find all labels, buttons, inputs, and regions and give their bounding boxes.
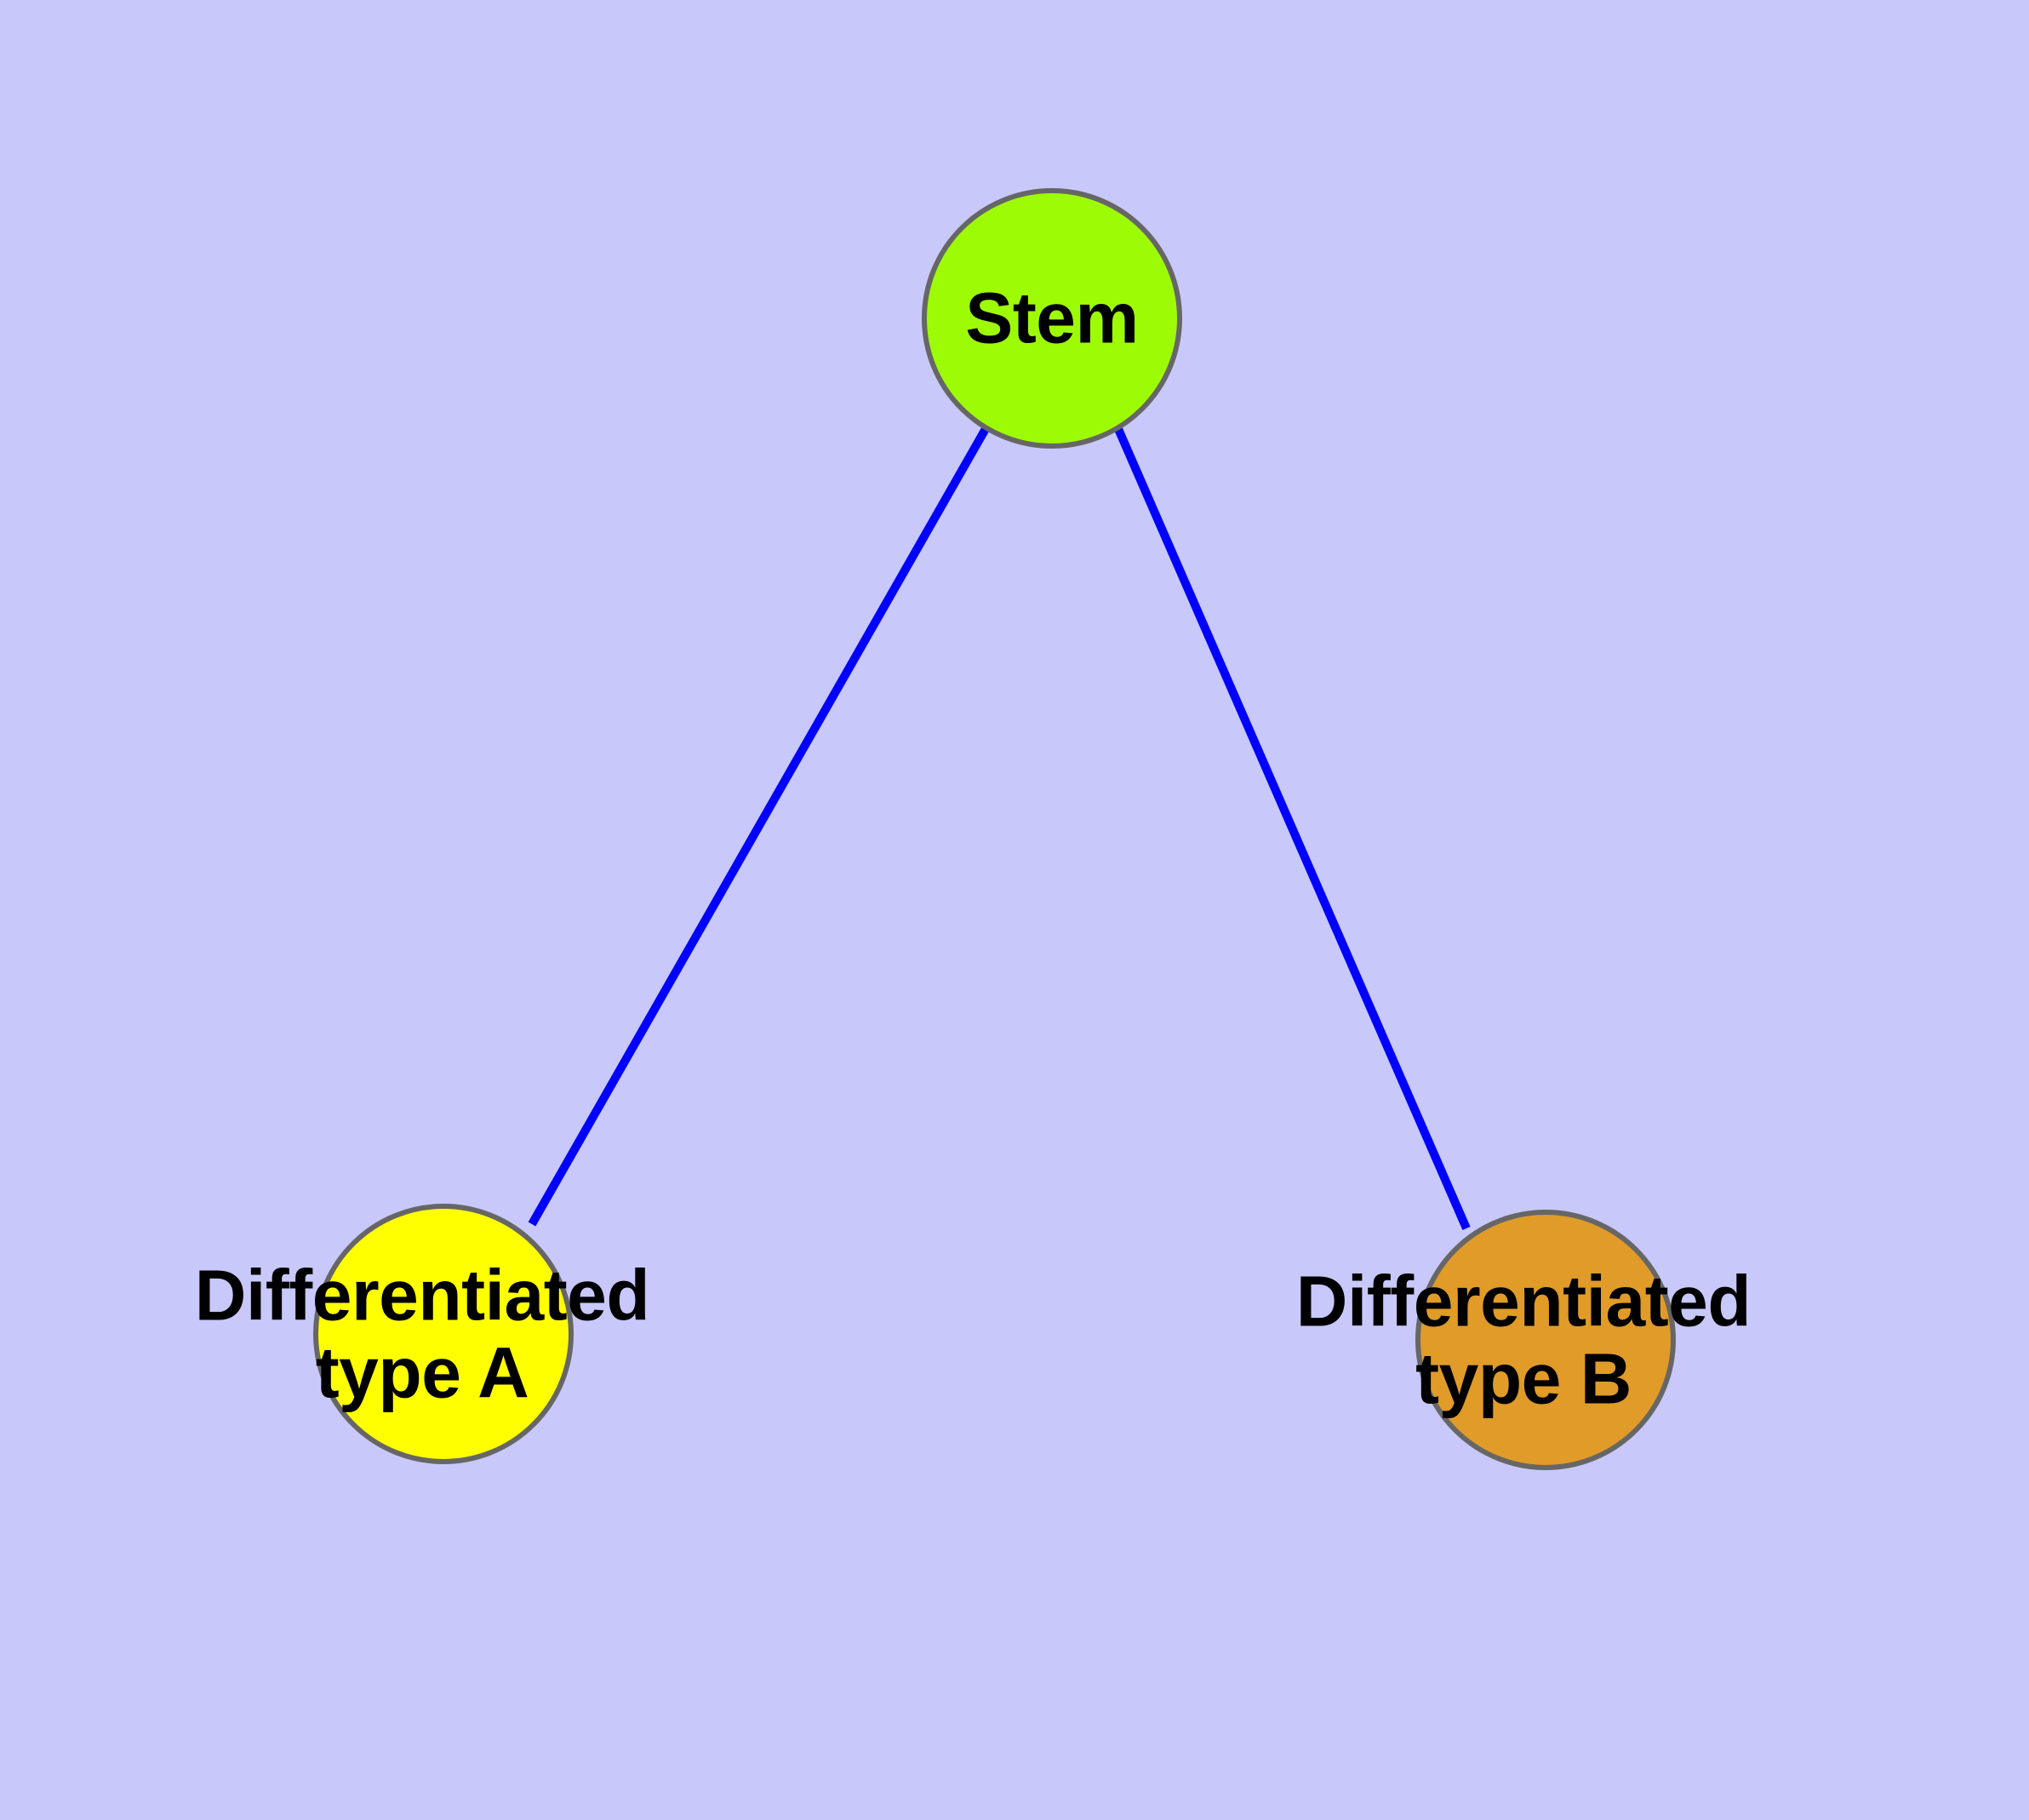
node-diff-b[interactable]	[1415, 1210, 1676, 1470]
node-diff-a[interactable]	[313, 1204, 574, 1464]
edge-stem-to-diff-b[interactable]	[1114, 427, 1471, 1230]
node-stem[interactable]	[922, 188, 1182, 449]
edge-layer	[528, 425, 1471, 1230]
edge-stem-to-diff-a[interactable]	[528, 425, 991, 1227]
node-layer	[313, 188, 1676, 1470]
